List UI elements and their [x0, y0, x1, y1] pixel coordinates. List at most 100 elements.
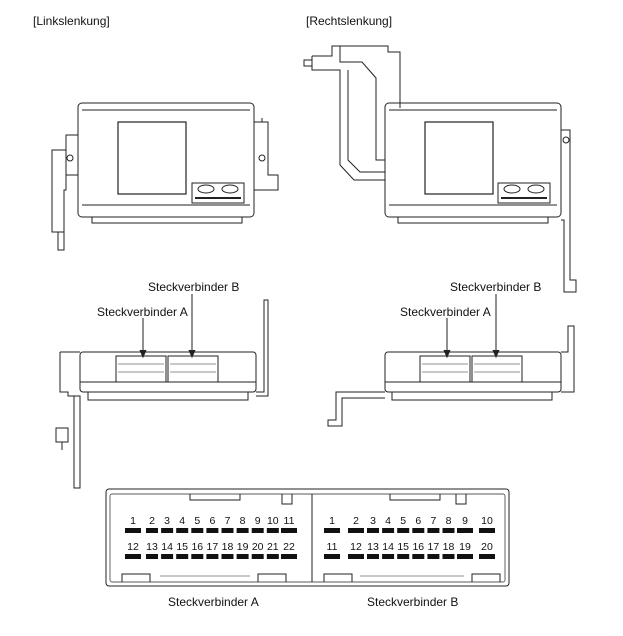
- pin-bar: [161, 554, 174, 559]
- pin-number: 7: [225, 515, 231, 527]
- pin-bar: [412, 554, 425, 559]
- callout-leaders: [139, 294, 500, 359]
- pin-bar: [191, 528, 204, 533]
- pin-bar: [281, 528, 297, 533]
- pin-bar: [382, 554, 395, 559]
- pin-bar: [221, 554, 234, 559]
- pin-bar: [367, 554, 379, 559]
- pin-number: 16: [412, 541, 424, 553]
- pin-number: 20: [252, 541, 264, 553]
- pin-bar: [324, 528, 340, 533]
- pin-number: 9: [462, 515, 468, 527]
- callout-right-connector-a: Steckverbinder A: [400, 305, 491, 319]
- caption-connector-a: Steckverbinder A: [168, 595, 259, 609]
- pin-bar: [266, 554, 279, 559]
- pin-bar: [176, 528, 189, 533]
- pin-bar: [397, 528, 410, 533]
- pin-bar: [457, 528, 473, 533]
- pin-bar: [266, 528, 279, 533]
- pin-bar: [442, 554, 455, 559]
- pin-number: 14: [382, 541, 394, 553]
- pin-bar: [457, 554, 473, 559]
- caption-connector-b: Steckverbinder B: [367, 595, 459, 609]
- pin-number: 11: [327, 541, 338, 553]
- pin-number: 11: [284, 515, 295, 527]
- pin-number: 5: [194, 515, 200, 527]
- pin-bar: [479, 554, 495, 559]
- pin-bar: [221, 528, 234, 533]
- pin-number: 7: [430, 515, 436, 527]
- pin-number: 6: [209, 515, 215, 527]
- pin-bar: [125, 528, 141, 533]
- pin-number: 12: [350, 541, 362, 553]
- pin-bar: [161, 528, 174, 533]
- pin-number: 18: [443, 541, 455, 553]
- pin-number: 13: [367, 541, 379, 553]
- pin-number: 17: [428, 541, 440, 553]
- pin-number: 10: [267, 515, 279, 527]
- connector-face-outline: [105, 488, 510, 587]
- module-left-side-view: [55, 299, 269, 489]
- pin-bar: [367, 528, 379, 533]
- pin-number: 2: [149, 515, 155, 527]
- pin-bar: [146, 554, 158, 559]
- pin-number: 4: [179, 515, 185, 527]
- module-right-side-view: [327, 325, 575, 427]
- pin-number: 10: [481, 515, 493, 527]
- pin-bar: [125, 554, 141, 559]
- pin-number: 14: [161, 541, 173, 553]
- pin-number: 8: [446, 515, 452, 527]
- pin-number: 15: [176, 541, 188, 553]
- pin-number: 19: [237, 541, 249, 553]
- callout-left-connector-b: Steckverbinder B: [148, 280, 240, 294]
- pin-bar: [251, 554, 264, 559]
- pin-bar: [236, 554, 249, 559]
- callout-right-connector-b: Steckverbinder B: [450, 280, 542, 294]
- pin-number: 3: [370, 515, 376, 527]
- pin-bar: [382, 528, 395, 533]
- title-left-hand-drive: [Linkslenkung]: [33, 14, 110, 28]
- pin-number: 19: [459, 541, 471, 553]
- module-left-hand-drive: [51, 102, 279, 251]
- pin-number: 3: [164, 515, 170, 527]
- pin-number: 8: [240, 515, 246, 527]
- module-right-hand-drive: [303, 45, 577, 293]
- pin-number: 4: [385, 515, 391, 527]
- title-right-hand-drive: [Rechtslenkung]: [306, 14, 393, 28]
- pin-bar: [251, 528, 264, 533]
- pin-number: 6: [415, 515, 421, 527]
- pin-number: 15: [397, 541, 409, 553]
- pin-bar: [479, 528, 495, 533]
- pin-bar: [206, 554, 219, 559]
- pin-number: 2: [353, 515, 359, 527]
- pin-bar: [324, 554, 340, 559]
- pin-bar: [191, 554, 204, 559]
- pin-number: 20: [481, 541, 493, 553]
- pin-bar: [176, 554, 189, 559]
- pin-number: 5: [400, 515, 406, 527]
- pin-number: 21: [267, 541, 279, 553]
- pin-bar: [348, 554, 364, 559]
- pin-number: 9: [255, 515, 261, 527]
- pin-number: 1: [329, 515, 335, 527]
- pin-number: 18: [222, 541, 234, 553]
- manufacturer-badge: [191, 182, 245, 204]
- pin-bar: [442, 528, 455, 533]
- pin-bar: [281, 554, 297, 559]
- pin-number: 16: [191, 541, 203, 553]
- callout-left-connector-a: Steckverbinder A: [97, 305, 188, 319]
- pin-bar: [427, 554, 440, 559]
- pin-number: 12: [127, 541, 139, 553]
- pin-number: 17: [207, 541, 219, 553]
- pin-bar: [348, 528, 364, 533]
- manufacturer-badge: [497, 182, 551, 204]
- pin-bar: [146, 528, 158, 533]
- pin-number: 22: [283, 541, 295, 553]
- pin-bar: [397, 554, 410, 559]
- pin-number: 1: [130, 515, 136, 527]
- pin-bar: [412, 528, 425, 533]
- pin-bar: [206, 528, 219, 533]
